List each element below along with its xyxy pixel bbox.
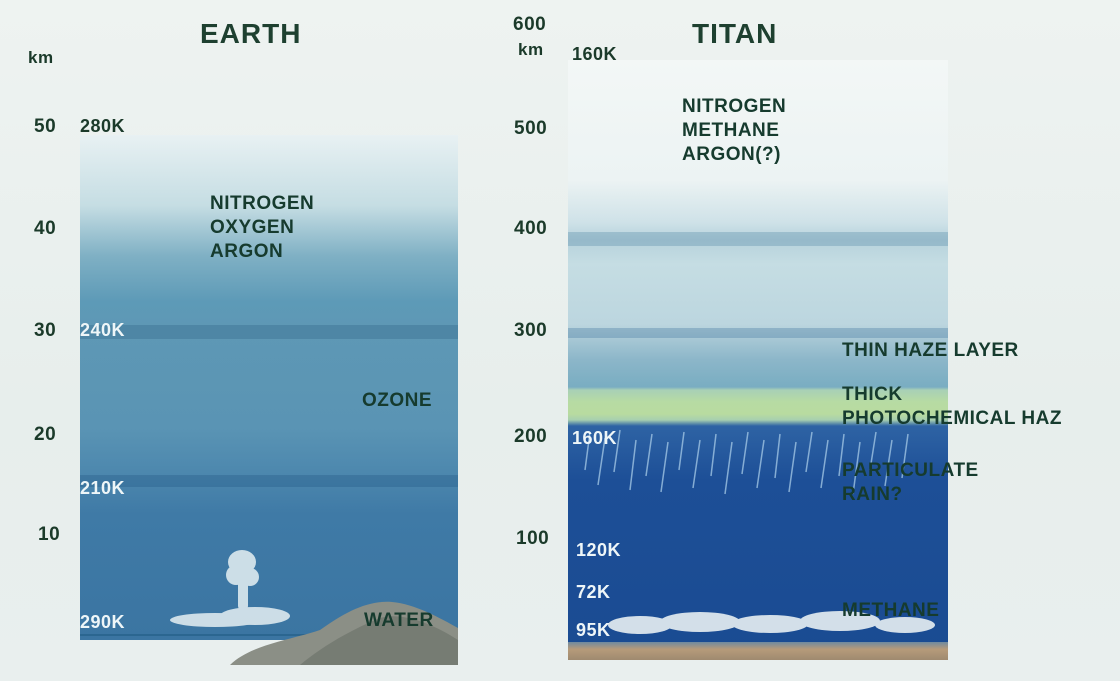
earth-gas-label: ARGON	[210, 241, 284, 262]
titan-atmosphere-column	[568, 60, 948, 660]
titan-axis-tick: 400	[514, 218, 548, 239]
titan-gas-label: NITROGEN	[682, 96, 787, 117]
titan-gas-label: METHANE	[682, 120, 780, 141]
earth-mountain-shade	[300, 616, 458, 665]
titan-gas-label: ARGON(?)	[682, 144, 781, 165]
titan-axis-tick: 600	[513, 14, 547, 35]
titan-layer-band	[568, 328, 948, 338]
earth-axis-tick: 40	[34, 218, 57, 239]
thin-haze-label: THIN HAZE LAYER	[842, 340, 1019, 361]
methane-label: METHANE	[842, 600, 940, 621]
titan-axis-tick: 300	[514, 320, 548, 341]
methane-clouds	[608, 611, 935, 634]
thick-haze-label: THICK	[842, 384, 903, 405]
titan-temp-label: 120K	[576, 540, 622, 560]
earth-temp-label: 280K	[80, 116, 126, 136]
earth-layer-band	[80, 325, 458, 339]
titan-layer-band	[568, 232, 948, 246]
earth-gas-label: NITROGEN	[210, 193, 315, 214]
titan-axis-tick: 500	[514, 118, 548, 139]
particulate-rain-streaks	[584, 429, 909, 495]
earth-title: EARTH	[200, 18, 302, 49]
titan-temp-label: 160K	[572, 44, 618, 64]
earth-axis-unit: km	[28, 48, 54, 67]
titan-title: TITAN	[692, 18, 778, 49]
earth-gas-label: OXYGEN	[210, 217, 295, 238]
titan-temp-label: 160K	[572, 428, 618, 448]
rain-question-label: RAIN?	[842, 484, 903, 505]
particulate-rain-label: PARTICULATE	[842, 460, 979, 481]
earth-atmosphere-column	[80, 135, 458, 640]
ozone-label: OZONE	[362, 390, 433, 411]
earth-temp-label: 240K	[80, 320, 126, 340]
earth-temp-label: 290K	[80, 612, 126, 632]
titan-temp-label: 95K	[576, 620, 611, 640]
titan-axis-tick: 200	[514, 426, 548, 447]
titan-axis-tick: 100	[516, 528, 550, 549]
earth-temp-label: 210K	[80, 478, 126, 498]
earth-axis-tick: 30	[34, 320, 57, 341]
earth-layer-band	[80, 475, 458, 487]
photochemical-haze-label: PHOTOCHEMICAL HAZ	[842, 408, 1062, 429]
titan-ground	[568, 642, 948, 660]
earth-axis-tick: 50	[34, 116, 57, 137]
earth-axis-tick: 10	[38, 524, 61, 545]
titan-axis-unit: km	[518, 40, 544, 59]
titan-temp-label: 72K	[576, 582, 611, 602]
earth-surface-line	[80, 634, 458, 636]
earth-axis-tick: 20	[34, 424, 57, 445]
cumulus-cloud	[170, 550, 290, 627]
water-label: WATER	[364, 610, 434, 631]
